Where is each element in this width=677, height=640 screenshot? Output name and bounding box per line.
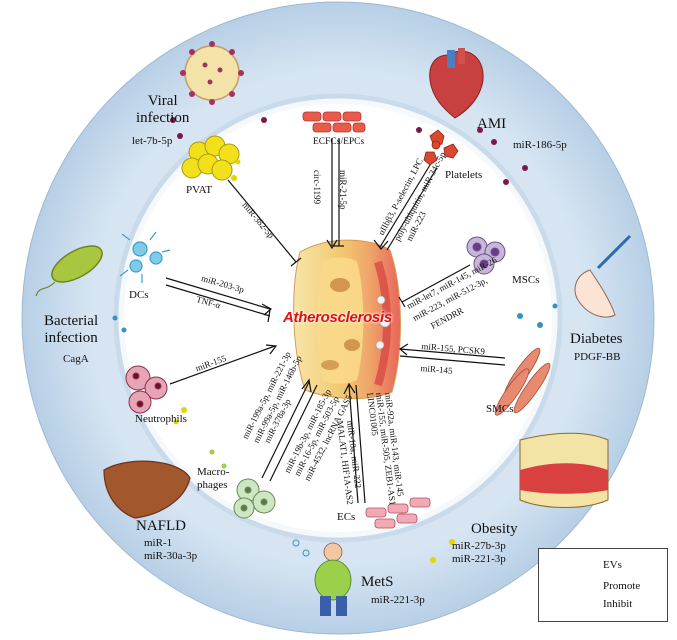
viral-infection-mirna: let-7b-5p <box>132 135 173 147</box>
arrow-dcs-inhibit <box>165 284 271 317</box>
ami-mirna: miR-186-5p <box>513 139 567 151</box>
arrowhead-ecs <box>343 382 356 395</box>
inhibit-bar-dcs <box>267 309 271 323</box>
viral-infection-title: Viral infection <box>136 93 190 127</box>
heart-icon <box>429 48 484 119</box>
nafld-mirna-1: miR-1 <box>144 537 173 549</box>
arrow-platelets-b <box>386 167 438 251</box>
arrows-layer <box>165 138 506 504</box>
plaque-illustration <box>293 239 401 399</box>
ecfc-cells-icon <box>302 111 366 133</box>
arrowhead-ecfcs <box>326 239 338 250</box>
platelets-icon <box>423 129 459 166</box>
obesity-title: Obesity <box>471 521 518 537</box>
liver-icon <box>103 460 191 519</box>
arrowhead-smcs <box>398 343 409 356</box>
arrowhead-platelets <box>373 239 389 250</box>
bacterial-infection-title: Bacterial infection <box>44 313 99 347</box>
ecfcs-mirna-b: miR-21-5p <box>338 170 348 210</box>
nafld-title: NAFLD <box>136 518 187 534</box>
legend: EVs Promote Inhibit <box>538 548 668 622</box>
dcs-label: DCs <box>129 289 149 301</box>
ecfcs-label: ECFCs/EPCs <box>313 137 365 147</box>
legend-evs: EVs <box>539 557 667 575</box>
obesity-mirna-1: miR-27b-3p <box>452 540 506 552</box>
bacteria-icon <box>35 245 103 297</box>
ami-title: AMI <box>477 116 507 132</box>
dendritic-cells-icon <box>119 231 171 283</box>
arrowhead-macrophages <box>301 378 312 393</box>
diabetes-hand-icon <box>574 234 632 318</box>
obesity-mirna-2: miR-221-3p <box>452 553 506 565</box>
legend-inhibit-label: Inhibit <box>603 598 633 610</box>
arrow-pvat <box>227 179 297 263</box>
virus-icon <box>180 41 244 105</box>
center-title: Atherosclerosis <box>283 309 392 326</box>
mets-title: MetS <box>361 574 394 590</box>
obesity-vessel-icon <box>519 432 609 508</box>
arrow-ecs-a <box>348 384 359 504</box>
inhibit-bar-pvat <box>290 257 302 267</box>
arrow-dcs-promote <box>165 277 271 310</box>
arrow-macrophages-b <box>269 384 318 482</box>
arrow-macrophages-a <box>261 381 310 479</box>
smcs-icon <box>494 347 551 416</box>
neutrophils-label: Neutrophils <box>135 413 187 425</box>
diabetes-mirna: PDGF-BB <box>574 351 621 363</box>
diabetes-title: Diabetes <box>570 331 623 347</box>
mscs-label: MSCs <box>512 274 540 286</box>
nafld-mirna-2: miR-30a-3p <box>144 550 198 562</box>
arrow-ecs-b <box>355 384 366 504</box>
ecs-icon <box>365 497 431 529</box>
ev-dots <box>112 117 558 563</box>
arrow-platelets-a <box>379 164 431 248</box>
arrowhead-dcs <box>261 303 273 316</box>
pvat-icon <box>181 135 240 181</box>
macrophages-icon <box>233 478 276 519</box>
macrophages-label: Macro- phages <box>197 466 230 491</box>
bacterial-infection-mirna: CagA <box>63 353 89 365</box>
ecs-label: ECs <box>337 511 356 523</box>
arrow-smcs-b <box>399 355 506 366</box>
legend-inhibit: Inhibit <box>539 596 667 614</box>
mscs-icon <box>466 236 506 275</box>
neutrophils-icon <box>125 365 168 414</box>
legend-evs-label: EVs <box>603 559 622 571</box>
mets-person-icon <box>314 542 352 616</box>
platelets-label: Platelets <box>445 169 483 181</box>
legend-promote-label: Promote <box>603 580 641 592</box>
ecfcs-mirna-a: circ-1199 <box>312 170 322 205</box>
mets-mirna: miR-221-3p <box>371 594 425 606</box>
pvat-label: PVAT <box>186 184 213 196</box>
arrowhead-neutrophils <box>265 344 278 355</box>
arrow-smcs-a <box>399 348 506 359</box>
arrow-neutrophils <box>169 345 276 385</box>
legend-promote: Promote <box>539 578 667 596</box>
smcs-label: SMCs <box>486 403 514 415</box>
arrow-mscs <box>401 264 471 303</box>
inhibit-bar-mscs <box>398 296 406 308</box>
